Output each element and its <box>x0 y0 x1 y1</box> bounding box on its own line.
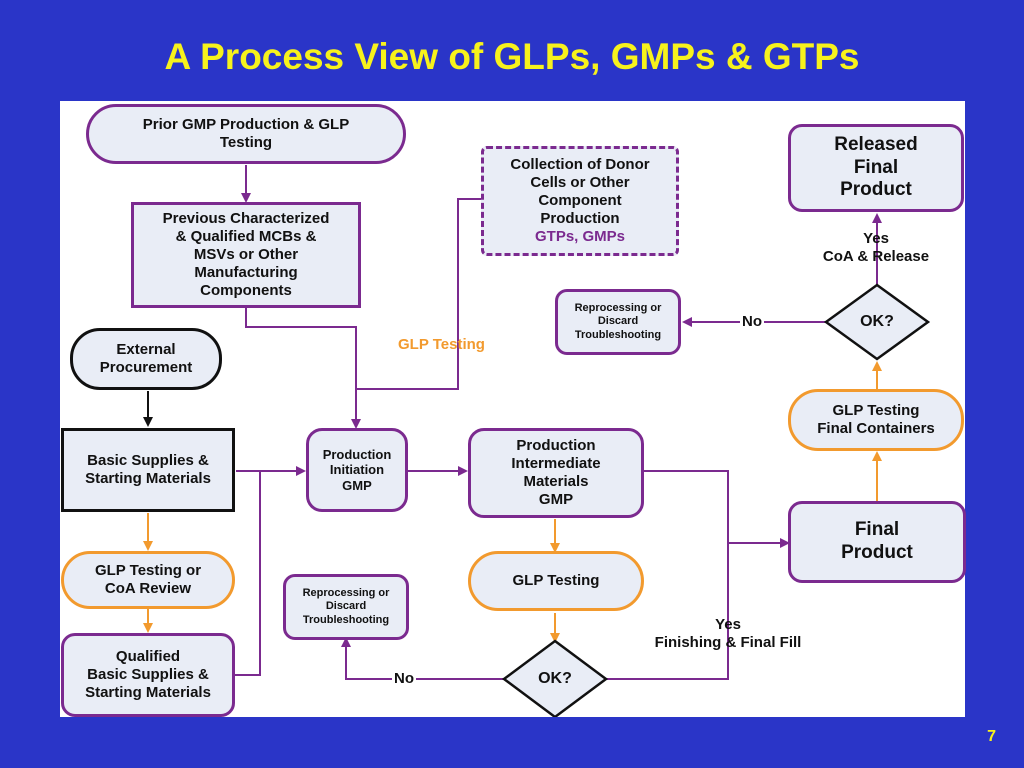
node-reprocess-top: Reprocessing or Discard Troubleshooting <box>555 289 681 355</box>
node-basic-supplies: Basic Supplies & Starting Materials <box>61 428 235 512</box>
node-collection-donor: Collection of Donor Cells or Other Compo… <box>481 146 679 256</box>
edge-qualified-to-initiation <box>234 471 261 676</box>
ok-bottom-label: OK? <box>538 670 572 687</box>
node-external-procurement: External Procurement <box>70 328 222 390</box>
edge-ok-yes-to-final <box>606 538 790 680</box>
edge-label-glp-testing: GLP Testing <box>398 336 485 353</box>
ok-top-diamond <box>823 283 931 361</box>
node-production-initiation: Production Initiation GMP <box>306 428 408 512</box>
collection-donor-label: Collection of Donor Cells or Other Compo… <box>510 156 650 227</box>
node-qualified-supplies: Qualified Basic Supplies & Starting Mate… <box>61 633 235 717</box>
node-final-product: Final Product <box>788 501 966 583</box>
collection-donor-tag: GTPs, GMPs <box>534 228 626 245</box>
node-production-intermediate: Production Intermediate Materials GMP <box>468 428 644 518</box>
node-released-final: Released Final Product <box>788 124 964 212</box>
edge-ok-no-to-reprocess <box>341 637 504 680</box>
node-previous-characterized: Previous Characterized & Qualified MCBs … <box>131 202 361 308</box>
edge-label-yes-finishing: Yes Finishing & Final Fill <box>654 616 802 651</box>
flowchart-connectors <box>143 165 931 717</box>
page-number: 7 <box>987 728 996 745</box>
ok-top-label: OK? <box>860 313 894 330</box>
node-glp-final-containers: GLP Testing Final Containers <box>788 389 964 451</box>
node-prior-gmp: Prior GMP Production & GLP Testing <box>86 104 406 164</box>
edge-label-yes-release: Yes CoA & Release <box>822 230 930 265</box>
edge-previous-to-initiation <box>245 307 361 429</box>
edge-label-no-top: No <box>740 313 764 331</box>
edge-donor-to-initiation <box>356 198 481 390</box>
edge-intermediate-to-final <box>644 470 729 543</box>
slide-title: A Process View of GLPs, GMPs & GTPs <box>164 36 860 77</box>
ok-bottom-diamond <box>501 639 609 717</box>
edge-label-no-bottom: No <box>392 670 416 688</box>
node-glp-testing-mid: GLP Testing <box>468 551 644 611</box>
node-reprocess-bottom: Reprocessing or Discard Troubleshooting <box>283 574 409 640</box>
node-glp-coa-review: GLP Testing or CoA Review <box>61 551 235 609</box>
